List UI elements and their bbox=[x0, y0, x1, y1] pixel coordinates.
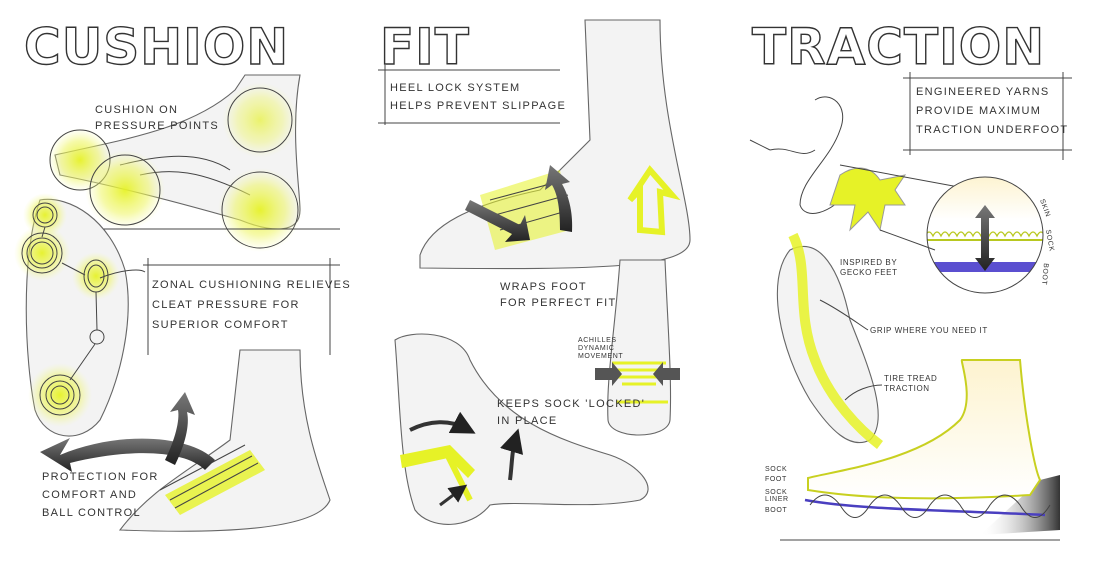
note-cushion-pressure-2: PRESSURE POINTS bbox=[95, 120, 219, 132]
layer-label-boot: BOOT bbox=[765, 507, 787, 514]
note-gecko-2: GECKO FEET bbox=[840, 268, 898, 277]
yarn-layers-circle bbox=[926, 176, 1044, 294]
note-zonal-3: SUPERIOR COMFORT bbox=[152, 319, 289, 331]
note-heel-1: HEEL LOCK SYSTEM bbox=[390, 82, 520, 94]
panel-title-cushion: CUSHION bbox=[24, 18, 289, 76]
note-tire-2: TRACTION bbox=[884, 384, 930, 393]
panel-title-fit: FIT bbox=[380, 18, 470, 76]
note-keeps-2: IN PLACE bbox=[497, 415, 558, 427]
note-yarn-2: PROVIDE MAXIMUM bbox=[916, 105, 1041, 117]
layer-label-sock: SOCK bbox=[765, 466, 787, 473]
note-protection-2: COMFORT AND bbox=[42, 489, 137, 501]
note-achilles-3: MOVEMENT bbox=[578, 353, 623, 360]
boot-cross-section-sketch bbox=[780, 359, 1060, 541]
note-wraps-2: FOR PERFECT FIT bbox=[500, 297, 616, 309]
note-yarn-3: TRACTION UNDERFOOT bbox=[916, 124, 1068, 136]
foot-side-sketch bbox=[48, 74, 340, 252]
insole-sketch bbox=[14, 193, 146, 437]
note-protection-1: PROTECTION FOR bbox=[42, 471, 159, 483]
gecko-sketch bbox=[749, 96, 976, 251]
note-tire-1: TIRE TREAD bbox=[884, 374, 937, 383]
note-keeps-1: KEEPS SOCK 'LOCKED' bbox=[497, 398, 645, 410]
foot-fit-sketch bbox=[419, 19, 691, 270]
note-achilles-2: DYNAMIC bbox=[578, 345, 614, 352]
note-wraps-1: WRAPS FOOT bbox=[500, 281, 587, 293]
circle-label-boot: BOOT bbox=[1040, 263, 1049, 286]
circle-label-sock: SOCK bbox=[1044, 229, 1055, 252]
note-heel-2: HELPS PREVENT SLIPPAGE bbox=[390, 100, 566, 112]
heel-side-sketch bbox=[394, 333, 649, 525]
sole-tread-sketch bbox=[776, 232, 884, 449]
layer-label-foot: FOOT bbox=[765, 476, 787, 483]
panel-title-traction: TRACTION bbox=[752, 18, 1045, 76]
foot-front-sketch bbox=[40, 349, 331, 532]
note-zonal-2: CLEAT PRESSURE FOR bbox=[152, 299, 300, 311]
note-zonal-1: ZONAL CUSHIONING RELIEVES bbox=[152, 279, 351, 291]
layer-label-liner-2: LINER bbox=[765, 496, 789, 503]
note-achilles-1: ACHILLES bbox=[578, 337, 617, 344]
note-grip: GRIP WHERE YOU NEED IT bbox=[870, 326, 988, 335]
note-cushion-pressure-1: CUSHION ON bbox=[95, 104, 178, 116]
layer-label-liner-1: SOCK bbox=[765, 489, 787, 496]
note-yarn-1: ENGINEERED YARNS bbox=[916, 86, 1049, 98]
heel-back-sketch bbox=[595, 259, 680, 436]
note-gecko-1: INSPIRED BY bbox=[840, 258, 897, 267]
note-protection-3: BALL CONTROL bbox=[42, 507, 141, 519]
